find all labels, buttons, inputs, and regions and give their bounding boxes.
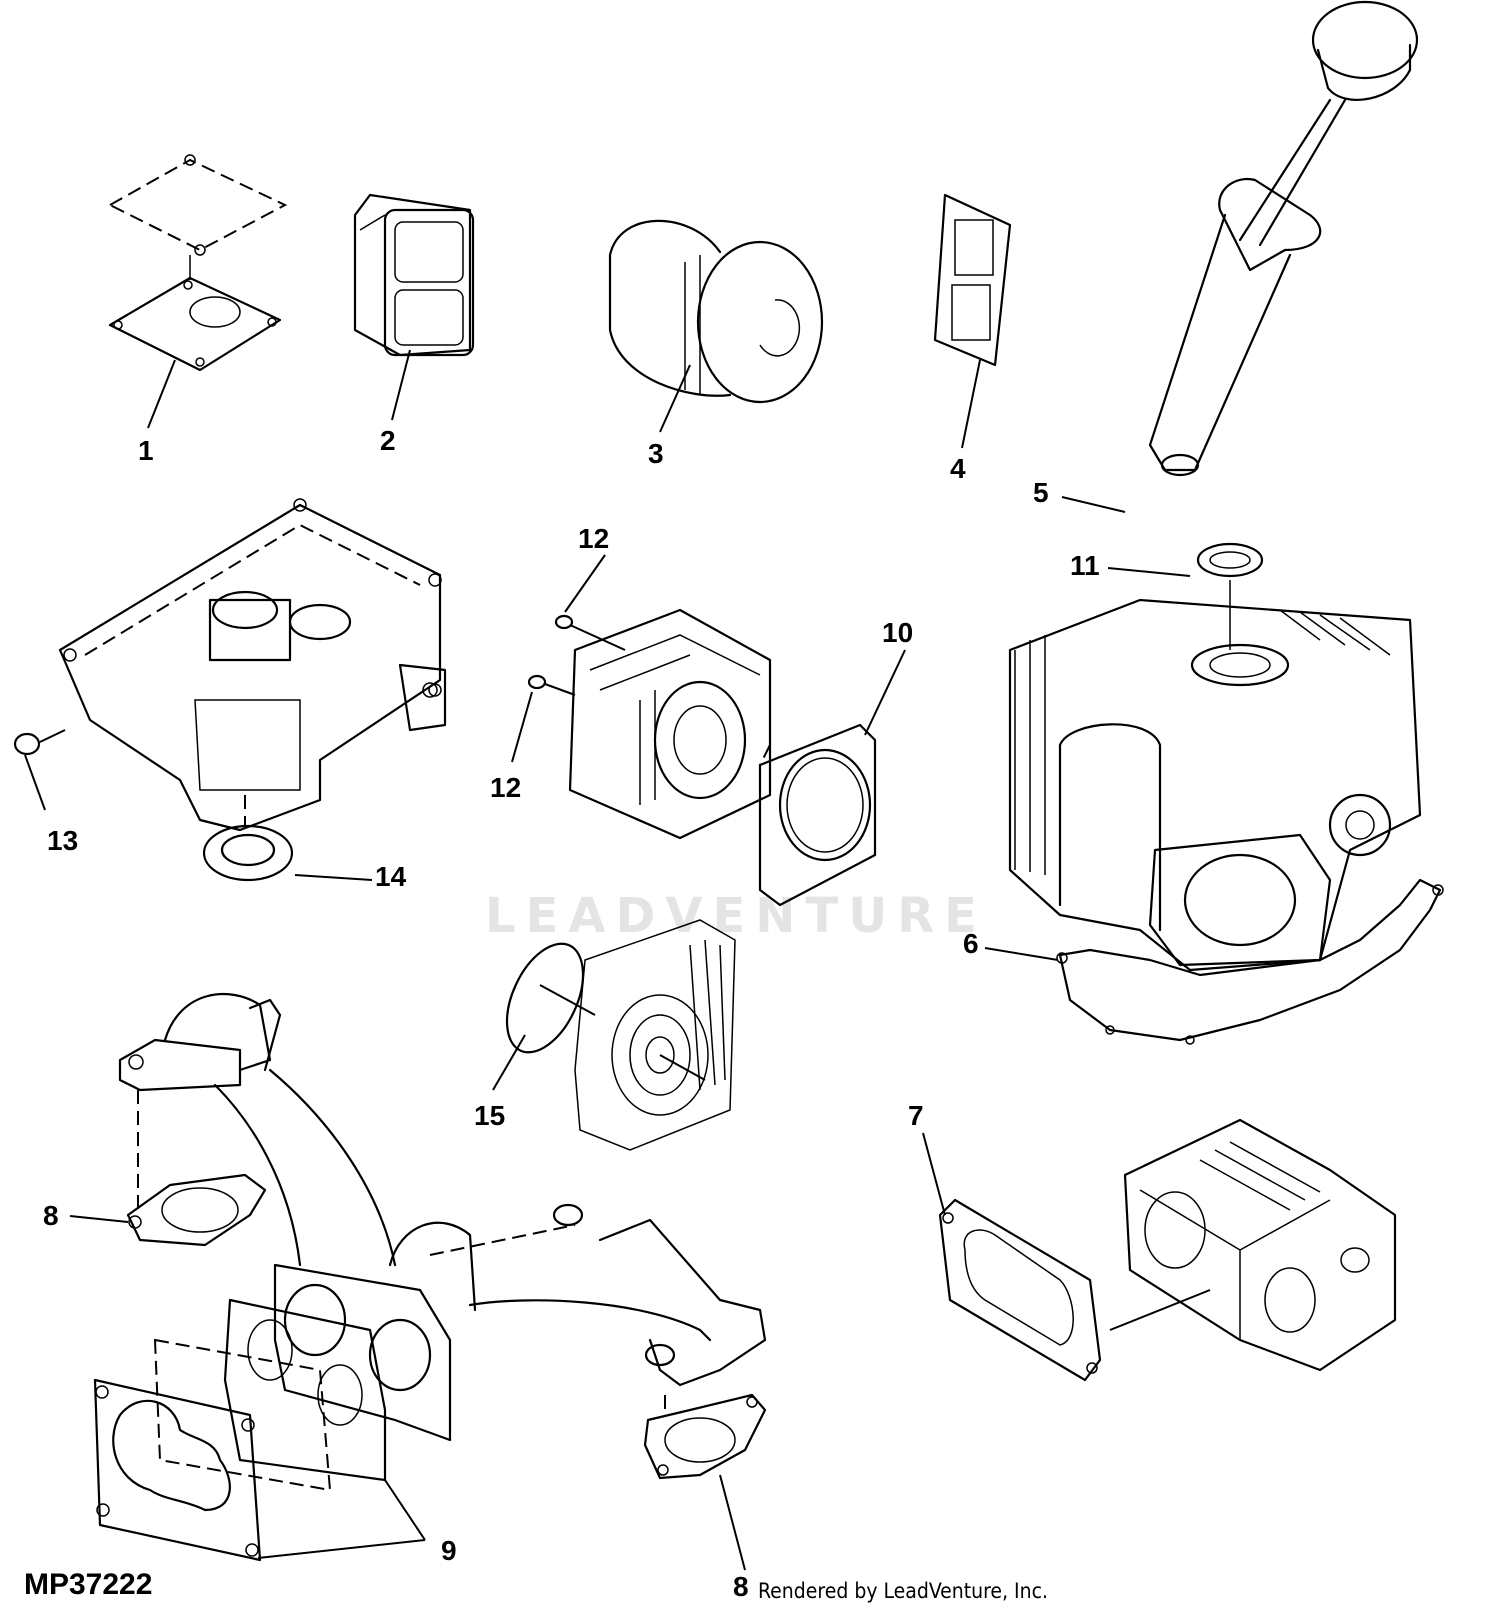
callout-3: 3 <box>648 438 664 469</box>
part-3-oil-filter <box>608 219 824 404</box>
leader-lines <box>24 349 1191 1571</box>
callout-9: 9 <box>441 1535 457 1566</box>
callout-10: 10 <box>882 617 913 648</box>
part-2-air-filter <box>353 193 475 357</box>
callout-1: 1 <box>138 435 154 466</box>
intake-manifold <box>93 992 767 1562</box>
callout-2: 2 <box>380 425 396 456</box>
part-7-gasket <box>938 1118 1397 1382</box>
callout-8-bottom: 8 <box>733 1571 749 1602</box>
callout-12-top: 12 <box>578 523 609 554</box>
callout-11: 11 <box>1070 550 1100 581</box>
callout-12-bottom: 12 <box>490 772 521 803</box>
figure-number: MP37222 <box>24 1568 152 1601</box>
watermark: LEADVENTURE <box>485 888 987 944</box>
callout-15: 15 <box>474 1100 505 1131</box>
callout-5: 5 <box>1033 477 1049 508</box>
callouts: 1 2 3 4 5 11 12 12 10 13 14 6 15 7 8 9 <box>43 425 1100 1566</box>
callout-7: 7 <box>908 1100 924 1131</box>
part-1-cover-gasket <box>107 154 288 372</box>
engine-block <box>1008 542 1444 1045</box>
callout-4: 4 <box>950 453 966 484</box>
callout-6: 6 <box>963 928 979 959</box>
callout-8-left: 8 <box>43 1200 59 1231</box>
part-4-screen <box>933 193 1012 367</box>
callout-14: 14 <box>375 861 407 892</box>
rendered-by-credit: Rendered by LeadVenture, Inc. <box>758 1579 1048 1603</box>
part-15-oring-housing <box>505 919 736 1151</box>
crankcase-cover <box>13 498 447 882</box>
callout-13: 13 <box>47 825 78 856</box>
cylinder-head <box>527 608 877 907</box>
part-5-dipstick-tube <box>1148 0 1419 477</box>
